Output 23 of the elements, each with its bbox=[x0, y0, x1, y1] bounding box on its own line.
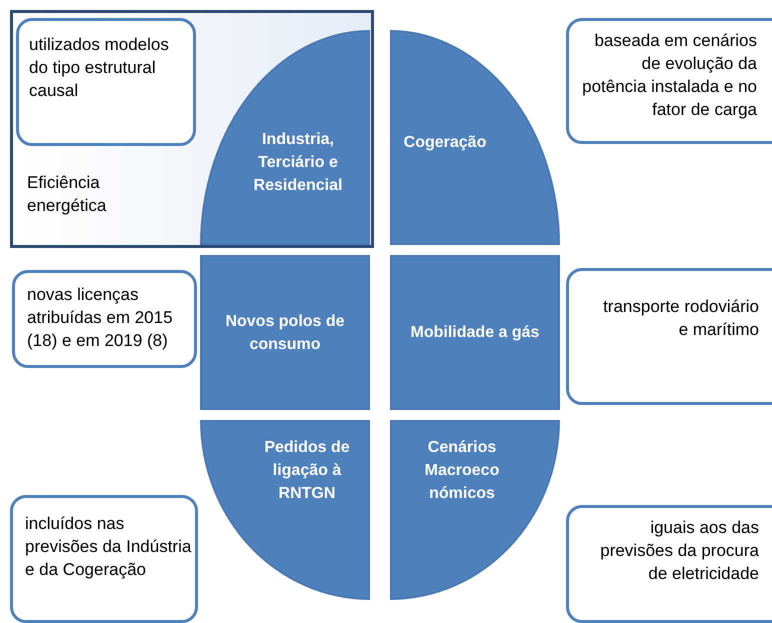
segment-label: Mobilidade a gás bbox=[410, 323, 540, 343]
callout-text: utilizados modelos do tipo estrutural causal bbox=[29, 34, 170, 102]
callout-text: novas licenças atribuídas em 2015 (18) e em 2019 (8) bbox=[27, 284, 174, 352]
segment-label: Novos polos de consumo bbox=[224, 312, 346, 354]
circle-segment bbox=[200, 420, 370, 600]
segment-label: Industria, Terciário e Residencial bbox=[252, 130, 344, 196]
callout-box bbox=[566, 268, 772, 405]
circle-segment bbox=[200, 255, 370, 410]
callout-text: transporte rodoviário e marítimo bbox=[602, 296, 759, 341]
panel-title: Eficiência energética bbox=[27, 172, 108, 217]
callout-text: incluídos nas previsões da Indústria e da Cogeração bbox=[25, 513, 192, 581]
callout-box bbox=[566, 505, 772, 623]
segment-label: Pedidos de ligação à RNTGN bbox=[263, 438, 351, 504]
callout-box bbox=[566, 18, 772, 144]
segment-label: Cenários Macroeco nómicos bbox=[424, 438, 500, 504]
callout-box bbox=[10, 495, 198, 623]
callout-box bbox=[12, 270, 197, 368]
callout-text: baseada em cenários de evolução da potência instalada e no fator de carga bbox=[581, 30, 757, 121]
topic-panel bbox=[10, 10, 374, 248]
circle-segment bbox=[390, 255, 560, 410]
callout-box bbox=[16, 18, 196, 146]
segment-label: Cogeração bbox=[404, 133, 486, 153]
callout-text: iguais aos das previsões da procura de eletricidade bbox=[599, 517, 759, 585]
